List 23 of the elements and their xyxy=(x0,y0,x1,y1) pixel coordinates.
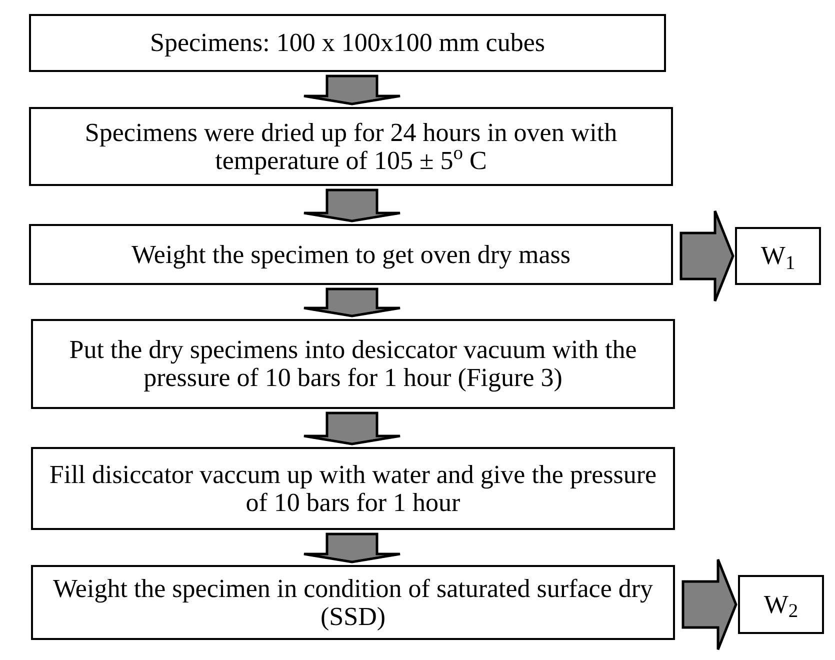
block-arrow xyxy=(302,412,402,446)
step-text: Specimens were dried up for 24 hours in oven with temperature of 105 ± 5$^{o}$ C xyxy=(84,118,618,174)
step-text: Weight the specimen in condition of saturated surface dry (SSD) xyxy=(52,574,654,630)
result-box xyxy=(738,575,824,634)
step-text: Specimens: 100 x 100x100 mm cubes xyxy=(150,29,545,57)
step-text: Fill disiccator vaccum up with water and give the pressure of 10 bars for 1 hour xyxy=(48,460,658,516)
block-arrow xyxy=(302,74,402,106)
process-box xyxy=(29,14,666,72)
process-box xyxy=(31,447,675,530)
step-text: Put the dry specimens into desiccator vacuum with the pressure of 10 bars for 1 hour (Figure 3) xyxy=(68,336,638,392)
block-arrow xyxy=(302,532,402,564)
process-box xyxy=(31,319,675,409)
weight-label: W$_{2}$ xyxy=(764,590,798,618)
block-arrow xyxy=(302,288,402,318)
process-box xyxy=(31,565,675,640)
weight-label: W$_{1}$ xyxy=(760,242,796,270)
block-arrow xyxy=(302,188,402,222)
block-arrow xyxy=(682,558,738,651)
process-box xyxy=(29,224,673,285)
step-text: Weight the specimen to get oven dry mass xyxy=(131,240,571,268)
process-box xyxy=(29,107,673,186)
block-arrow xyxy=(680,210,734,302)
result-box xyxy=(735,227,821,285)
